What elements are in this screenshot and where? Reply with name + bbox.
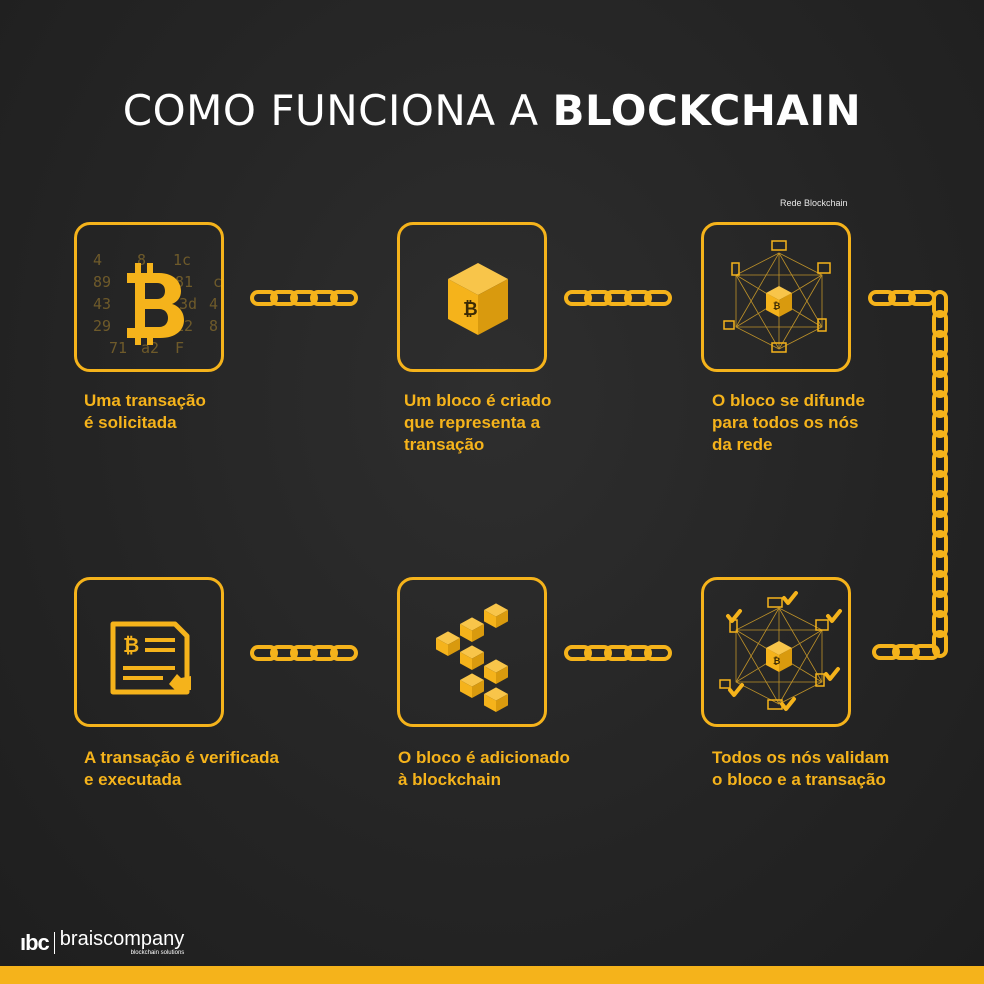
logo-name: braiscompany <box>59 927 185 950</box>
chain-link <box>584 290 612 306</box>
block-cube <box>460 645 484 670</box>
network-label: Rede Blockchain <box>780 198 848 208</box>
step-4-tile: ₿ <box>74 577 224 727</box>
block-cube <box>436 631 460 656</box>
logo-tagline: blockchain solutions <box>130 949 185 956</box>
chain-link <box>932 410 948 438</box>
step-1-tile: 4 8 1c 89 81 c 43 3d 4 29 12 8 71 a2 F <box>74 222 224 372</box>
step-3-tile: ₿ <box>701 222 851 372</box>
chain-link <box>330 290 358 306</box>
chain-link <box>290 645 318 661</box>
block-cube <box>484 687 508 712</box>
chain-link <box>584 645 612 661</box>
svg-text:43: 43 <box>93 295 111 313</box>
step-6-tile: ₿ <box>701 577 851 727</box>
block-cube <box>460 617 484 642</box>
chain-link <box>330 645 358 661</box>
svg-text:8: 8 <box>137 251 146 269</box>
chain-link <box>932 630 948 658</box>
chain-link <box>932 370 948 398</box>
step-6-caption: Todos os nós validam o bloco e a transaç… <box>712 748 890 789</box>
step-2-caption: Um bloco é criado que representa a trans… <box>404 391 552 454</box>
chain-link <box>604 290 632 306</box>
chain-link <box>932 470 948 498</box>
chain-link <box>624 645 652 661</box>
chain-link <box>932 550 948 578</box>
chain-link <box>932 490 948 518</box>
step-2-tile: ₿ <box>397 222 547 372</box>
svg-text:3d: 3d <box>179 295 197 313</box>
step-3-caption: O bloco se difunde para todos os nós da … <box>712 391 866 454</box>
bitcoin-icon: 4 8 1c 89 81 c 43 3d 4 29 12 8 71 a2 F <box>93 251 222 357</box>
chain-link <box>932 390 948 418</box>
chain-link <box>932 450 948 478</box>
chain-link <box>872 644 900 660</box>
svg-text:71: 71 <box>109 339 127 357</box>
chain-link <box>892 644 920 660</box>
chain-link <box>932 350 948 378</box>
chain-link <box>888 290 916 306</box>
chain-link <box>270 290 298 306</box>
chain-link <box>932 570 948 598</box>
svg-text:c: c <box>213 273 222 291</box>
stacked-blocks-icon <box>436 603 508 712</box>
svg-text:1c: 1c <box>173 251 191 269</box>
chain-link <box>644 290 672 306</box>
chain-link <box>644 645 672 661</box>
svg-text:₿: ₿ <box>463 299 478 320</box>
step-5-caption: O bloco é adicionado à blockchain <box>398 748 570 789</box>
chain-link <box>868 290 896 306</box>
svg-text:₿: ₿ <box>123 633 139 657</box>
chain-link <box>932 530 948 558</box>
chain-link <box>932 310 948 338</box>
network-icon: ₿ <box>723 240 831 353</box>
chain-link <box>290 290 318 306</box>
chain-link <box>270 645 298 661</box>
svg-text:4: 4 <box>209 295 218 313</box>
logo-mark: ıbc <box>20 930 50 955</box>
svg-text:29: 29 <box>93 317 111 335</box>
svg-text:₿: ₿ <box>773 301 780 312</box>
chain-link <box>932 430 948 458</box>
chain-link <box>310 645 338 661</box>
svg-text:8: 8 <box>209 317 218 335</box>
svg-text:F: F <box>175 339 184 357</box>
page-title: COMO FUNCIONA A BLOCKCHAIN <box>122 86 862 135</box>
network-validated-icon: ₿ <box>719 591 842 711</box>
chain-link <box>250 645 278 661</box>
step-1-caption: Uma transação é solicitada <box>84 391 206 432</box>
logo-divider <box>53 932 55 954</box>
chain-link <box>932 290 948 318</box>
bottom-accent-bar <box>0 966 984 984</box>
chain-link <box>912 644 940 660</box>
chain-link <box>932 330 948 358</box>
step-4-caption: A transação é verificada e executada <box>84 748 279 789</box>
chain-link <box>932 610 948 638</box>
block-cube <box>484 603 508 628</box>
cube-bitcoin-icon: ₿ <box>448 263 508 335</box>
step-5-tile <box>397 577 547 727</box>
chain-link <box>604 645 632 661</box>
chain-link <box>564 645 592 661</box>
chain-link <box>310 290 338 306</box>
svg-text:a2: a2 <box>141 339 159 357</box>
svg-text:89: 89 <box>93 273 111 291</box>
chain-link <box>932 590 948 618</box>
block-cube <box>460 673 484 698</box>
chain-link <box>564 290 592 306</box>
chain-link <box>250 290 278 306</box>
svg-text:₿: ₿ <box>773 656 780 667</box>
brand-logo: ıbc braiscompany blockchain solutions <box>20 927 184 959</box>
svg-text:4: 4 <box>93 251 102 269</box>
chain-link <box>624 290 652 306</box>
document-icon: ₿ <box>110 621 191 695</box>
block-cube <box>484 659 508 684</box>
chain-link <box>932 510 948 538</box>
